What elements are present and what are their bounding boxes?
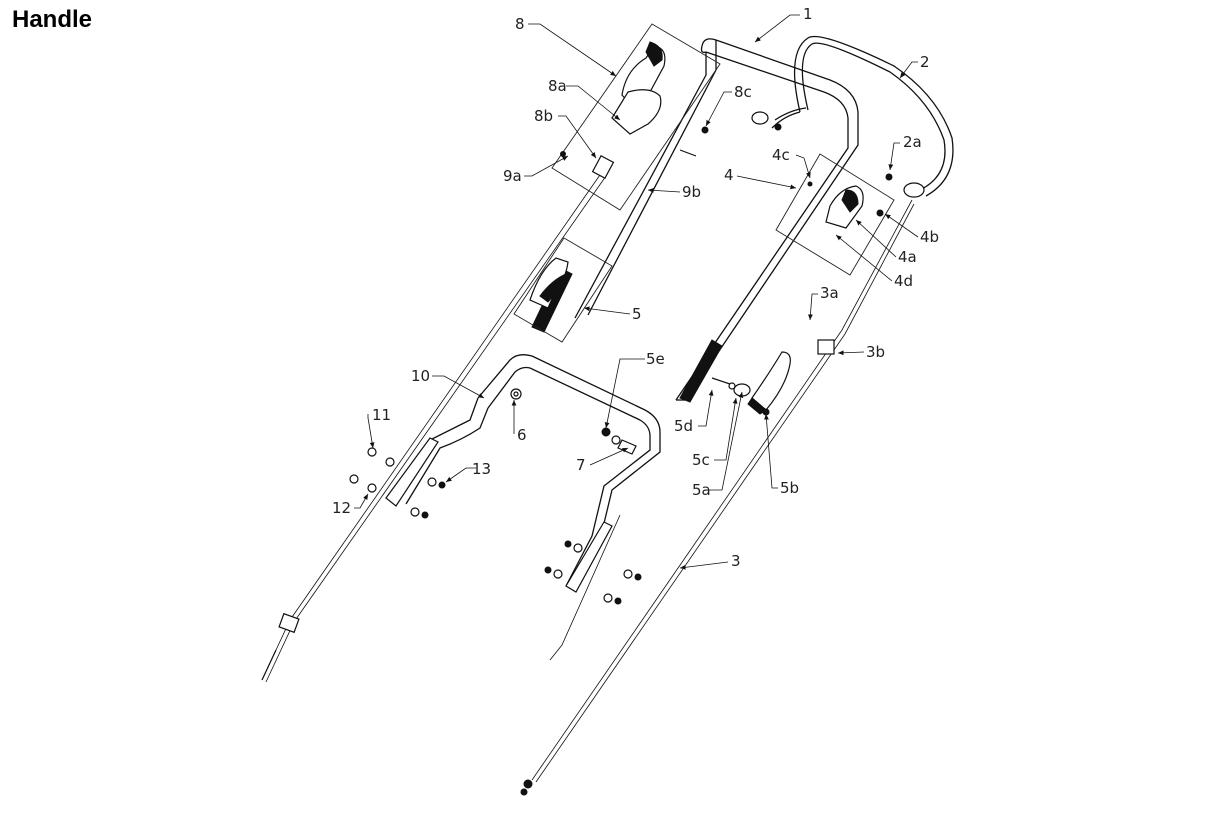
callout-13: 13 (472, 460, 491, 478)
callout-9b: 9b (682, 183, 701, 201)
callout-8a: 8a (548, 77, 567, 95)
control-assembly-8 (551, 23, 721, 211)
callout-3a: 3a (820, 284, 839, 302)
callout-4d: 4d (894, 272, 913, 290)
callout-5c: 5c (692, 451, 710, 469)
small-hardware (349, 388, 642, 605)
callout-3: 3 (731, 552, 741, 570)
callout-4: 4 (724, 166, 734, 184)
callout-9a: 9a (503, 167, 522, 185)
lower-handle-bar (385, 354, 661, 593)
upper-handle-bar (531, 38, 859, 403)
page-title: Handle (12, 6, 93, 33)
callout-2: 2 (920, 53, 930, 71)
cable-3 (520, 199, 915, 796)
control-assembly-5 (513, 237, 613, 343)
callout-4b: 4b (920, 228, 939, 246)
callout-7: 7 (576, 456, 586, 474)
callout-labels: 1 2 2a 3 3a 3b 4 4a 4b 4c 4d 5 5a 5b 5c … (332, 5, 939, 570)
callout-5: 5 (632, 305, 642, 323)
callout-2a: 2a (903, 133, 922, 151)
callout-6: 6 (517, 426, 527, 444)
leader-lines (354, 14, 919, 570)
callout-4c: 4c (772, 146, 790, 164)
callout-8c: 8c (734, 83, 752, 101)
throttle-cable (261, 171, 621, 683)
control-assembly-4 (775, 153, 895, 276)
callout-1: 1 (803, 5, 813, 23)
callout-5d: 5d (674, 417, 693, 435)
callout-8: 8 (515, 15, 525, 33)
callout-10: 10 (411, 367, 430, 385)
callout-4a: 4a (898, 248, 917, 266)
callout-12: 12 (332, 499, 351, 517)
callout-5a: 5a (692, 481, 711, 499)
callout-3b: 3b (866, 343, 885, 361)
callout-8b: 8b (534, 107, 553, 125)
operator-bail-bar (751, 35, 954, 198)
lever-5-hardware (711, 351, 791, 416)
callout-5e: 5e (646, 350, 665, 368)
callout-11: 11 (372, 406, 391, 424)
callout-5b: 5b (780, 479, 799, 497)
